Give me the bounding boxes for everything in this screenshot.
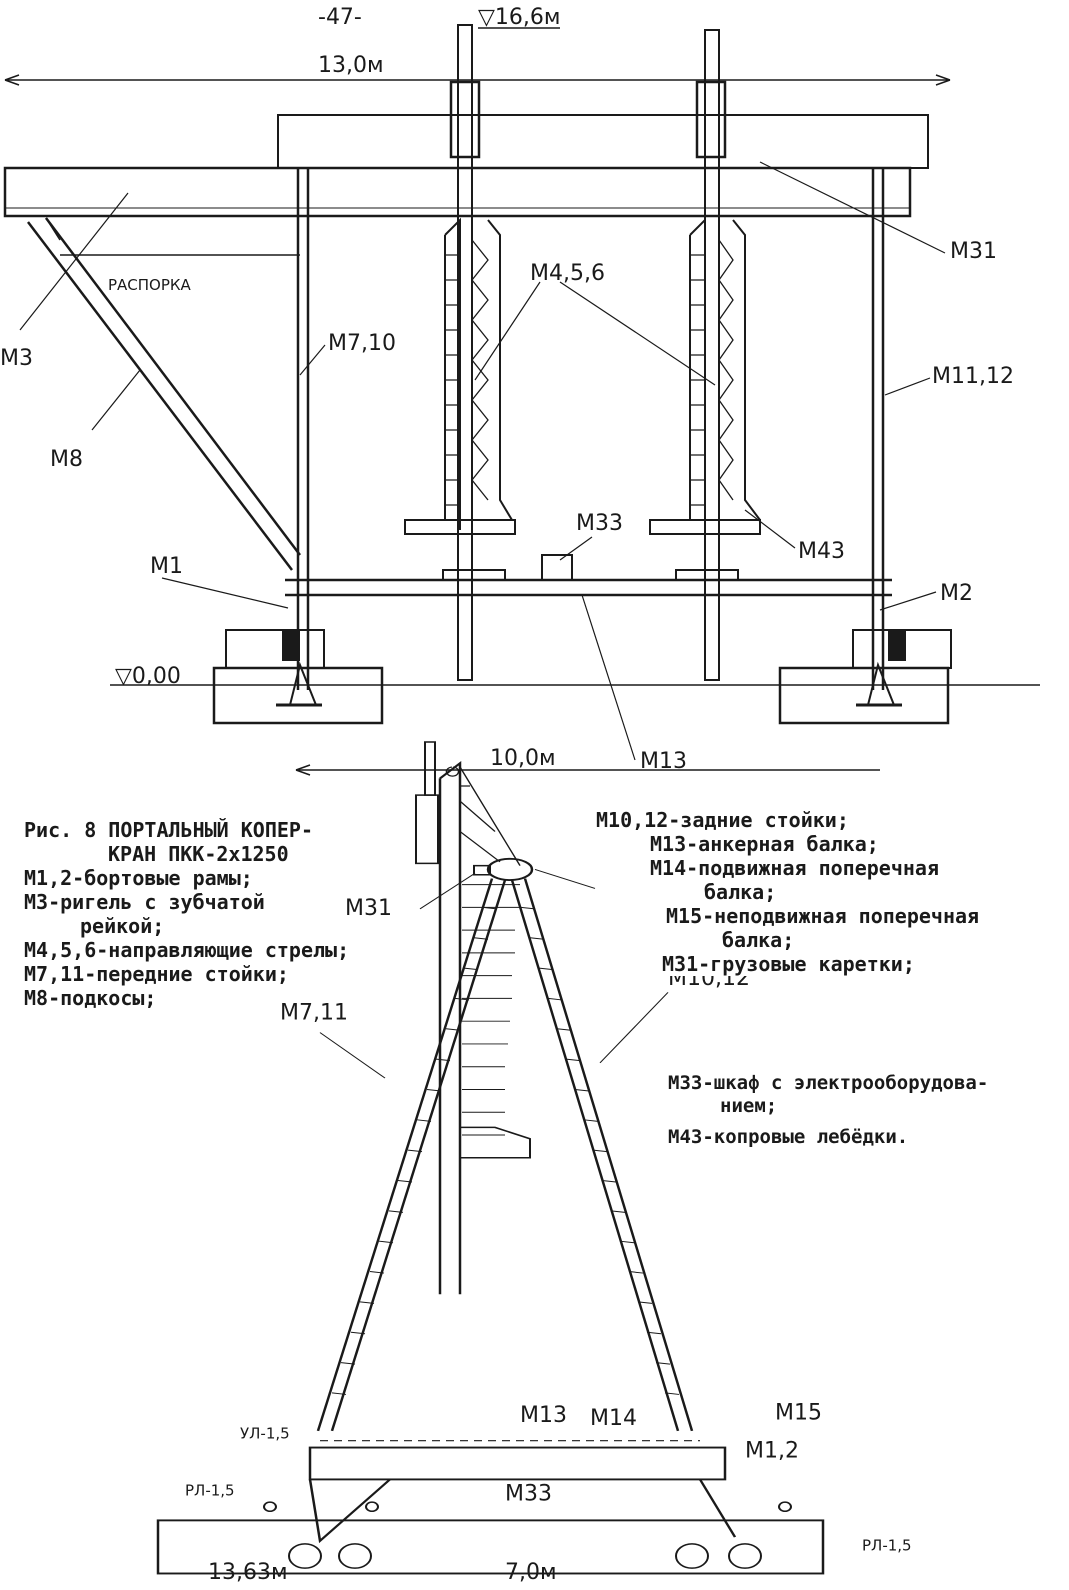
legend-item: М13-анкерная балка;	[650, 832, 879, 856]
legend-right-lower: М33-шкаф с электрооборудова- нием; М43-к…	[668, 1072, 989, 1149]
page-number: -47-	[318, 5, 362, 30]
label-m456: М4,5,6	[530, 261, 605, 286]
width-dimension: 13,0м	[318, 53, 384, 78]
legend-item: М15-неподвижная поперечная	[666, 904, 980, 928]
height-mark-top: ▽16,6м	[478, 5, 561, 30]
front-view-drawing: -47- ▽16,6м 13,0м РАСПОРКА	[0, 5, 1040, 776]
label-m1: М1	[150, 554, 183, 579]
label-m31-top: М31	[950, 239, 997, 264]
figure-caption-2: КРАН ПКК-2x1250	[108, 842, 289, 866]
label-m15: М15	[775, 1400, 822, 1425]
label-m11-12: М11,12	[932, 364, 1014, 389]
label-ul15: УЛ-1,5	[240, 1424, 290, 1442]
legend-item: балка;	[722, 928, 795, 952]
strut-label: РАСПОРКА	[108, 276, 192, 294]
label-m33-top: М33	[576, 511, 623, 536]
legend-item: нием;	[720, 1094, 778, 1117]
dim-label-7-0: 7,0м	[505, 1560, 557, 1585]
label-m13-top: М13	[640, 749, 687, 774]
figure-caption-1: Рис. 8 ПОРТАЛЬНЫЙ КОПЕР-	[24, 818, 313, 842]
label-m2: М2	[940, 581, 973, 606]
legend-item: М4,5,6-направляющие стрелы;	[24, 938, 350, 962]
legend-item: рейкой;	[80, 914, 165, 938]
zero-mark: ▽0,00	[115, 664, 181, 689]
label-m3-top: М3	[0, 346, 33, 371]
legend-right: М10,12-задние стойки; М13-анкерная балка…	[596, 808, 980, 976]
legend-item: М33-шкаф с электрооборудова-	[668, 1072, 989, 1094]
dim-label-13-63: 13,63м	[208, 1560, 288, 1585]
label-m1-2: М1,2	[745, 1438, 799, 1463]
label-m31-side: М31	[345, 896, 392, 921]
label-m8: М8	[50, 447, 83, 472]
base-dimension: 10,0м	[490, 746, 556, 771]
label-m13-side: М13	[520, 1403, 567, 1428]
label-rl15-left: РЛ-1,5	[185, 1481, 235, 1499]
legend-item: М7,11-передние стойки;	[24, 962, 289, 986]
label-m7-11: М7,11	[280, 1001, 348, 1026]
label-m14: М14	[590, 1406, 637, 1431]
label-rl15-right: РЛ-1,5	[862, 1537, 912, 1555]
legend-item: М43-копровые лебёдки.	[668, 1125, 909, 1148]
legend-item: балка;	[704, 880, 777, 904]
label-m43: М43	[798, 539, 845, 564]
legend-left: Рис. 8 ПОРТАЛЬНЫЙ КОПЕР- КРАН ПКК-2x1250…	[24, 818, 349, 1010]
side-view-drawing: М31 М3 М10,12 М7,11 М13 М14 М15 М1,2 УЛ-…	[156, 741, 912, 1575]
legend-item: М14-подвижная поперечная	[650, 856, 939, 880]
legend-item: М31-грузовые каретки;	[662, 952, 915, 976]
legend-item: М10,12-задние стойки;	[596, 808, 849, 832]
label-m7-10: М7,10	[328, 331, 396, 356]
legend-item: М3-ригель с зубчатой	[24, 890, 265, 914]
legend-item: М1,2-бортовые рамы;	[24, 866, 253, 890]
label-m33-side: М33	[505, 1482, 552, 1507]
legend-item: М8-подкосы;	[24, 986, 157, 1010]
